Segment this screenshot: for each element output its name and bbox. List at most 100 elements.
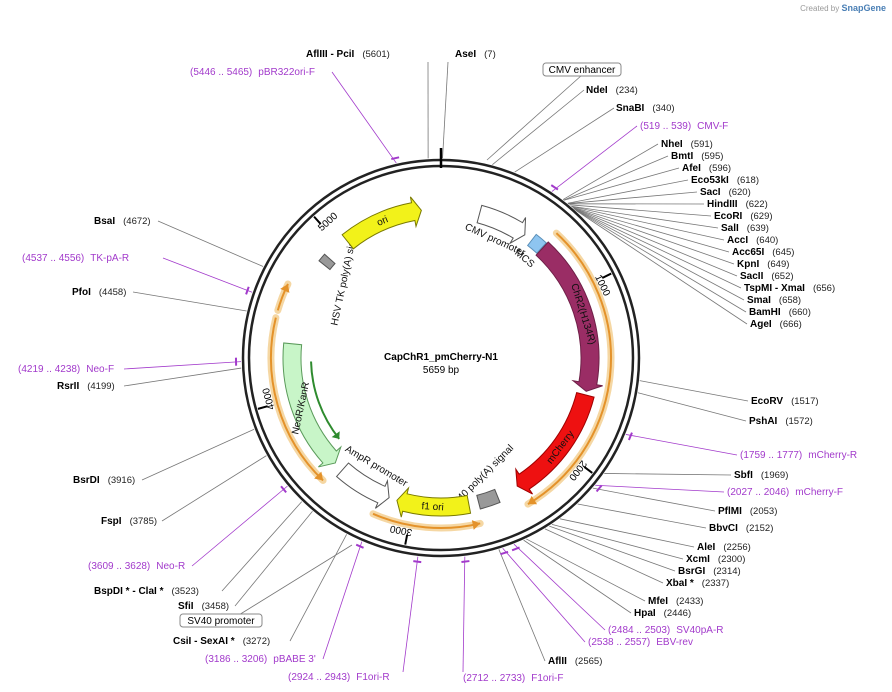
boxed-leader [486, 74, 583, 161]
primer-mark [413, 560, 422, 564]
leader-line [573, 207, 738, 277]
site-pos: (4458) [99, 287, 126, 298]
site-pos: (1969) [761, 470, 788, 481]
site-label: NheI(591) [661, 139, 713, 150]
site-name: AfeI [682, 163, 701, 174]
site-label: XcmI(2300) [686, 554, 745, 565]
primer-label: (519 .. 539)CMV-F [640, 121, 728, 132]
primer-mark [391, 156, 400, 161]
site-label: BspDI * - ClaI *(3523) [94, 586, 199, 597]
leader-line [234, 510, 313, 607]
orf-arrow-3 [280, 283, 290, 293]
primer-label: (2924 .. 2943)F1ori-R [288, 672, 390, 683]
site-pos: (3272) [243, 636, 270, 647]
site-name: AseI [455, 49, 476, 60]
primer-label: (4537 .. 4556)TK-pA-R [22, 253, 129, 264]
primer-name: EBV-rev [656, 637, 693, 648]
leader-line [563, 155, 669, 201]
site-name: AflII [548, 656, 567, 667]
primer-label: (5446 .. 5465)pBR322ori-F [190, 67, 315, 78]
leader-line [402, 556, 419, 673]
primer-range: (4537 .. 4556) [22, 253, 84, 264]
tick-5000 [313, 215, 322, 225]
primer-label: (1759 .. 1777)mCherry-R [740, 450, 857, 461]
site-pos: (234) [616, 85, 638, 96]
leader-line [559, 518, 695, 548]
site-pos: (2314) [713, 566, 740, 577]
primer-label: (4219 .. 4238)Neo-F [18, 364, 114, 375]
site-pos: (652) [771, 271, 793, 282]
orf-arrow-0 [527, 495, 538, 505]
leader-line [191, 485, 288, 567]
boxed-leader [220, 544, 353, 627]
leader-line [574, 208, 747, 313]
leader-line [549, 525, 676, 572]
primer-name: pBABE 3' [273, 654, 316, 665]
leader-line [568, 191, 698, 204]
site-label: AflIII - PciI(5601) [306, 49, 390, 60]
plasmid-length: 5659 bp [423, 365, 460, 376]
site-name: NdeI [586, 85, 608, 96]
site-pos: (2565) [575, 656, 602, 667]
site-name: BspDI * - ClaI * [94, 586, 164, 597]
site-pos: (3458) [202, 601, 229, 612]
site-name: PflMI [718, 506, 742, 517]
site-label: XbaI *(2337) [666, 578, 729, 589]
primer-mark [550, 184, 559, 191]
site-label: EcoRI(629) [714, 211, 773, 222]
site-name: CsiI - SexAI * [173, 636, 235, 647]
site-name: BsrGI [678, 566, 705, 577]
tick-3000 [404, 534, 409, 545]
leader-line [123, 367, 242, 387]
primer-mark [500, 550, 509, 556]
site-label: SacII (652) [740, 271, 794, 282]
site-label: BsaI(4672) [94, 216, 151, 227]
site-label: AgeI(666) [750, 319, 802, 330]
snapgene-logo: SnapGene [841, 3, 886, 13]
feature-chr2 [535, 241, 603, 392]
primer-name: Neo-F [86, 364, 114, 375]
leader-line [462, 556, 466, 673]
feature-mcs [526, 233, 547, 254]
feature-mcherry [515, 392, 595, 495]
site-pos: (3785) [130, 516, 157, 527]
site-pos: (595) [701, 151, 723, 162]
site-pos: (656) [813, 283, 835, 294]
site-label: MfeI(2433) [648, 596, 703, 607]
leader-line [563, 167, 680, 201]
site-pos: (2446) [664, 608, 691, 619]
site-labels: AflIII - PciI(5601)AseI(7)NdeI(234)SnaBI… [18, 49, 857, 684]
site-pos: (1572) [785, 416, 812, 427]
leader-line [544, 528, 664, 584]
site-label: FspI(3785) [101, 516, 157, 527]
neo-inner-line [310, 361, 340, 440]
site-name: BamHI [749, 307, 781, 318]
site-label: SnaBI(340) [616, 103, 675, 114]
site-label: PflMI(2053) [718, 506, 777, 517]
orf-arrow-1 [471, 520, 481, 530]
site-name: SalI [721, 223, 739, 234]
leader-line [289, 534, 347, 642]
site-name: RsrII [57, 381, 79, 392]
site-name: TspMI - XmaI [744, 283, 805, 294]
boxed-label-frame [179, 613, 263, 628]
primer-mark [245, 286, 250, 295]
leader-line [625, 434, 738, 456]
site-label: SacI(620) [700, 187, 751, 198]
site-name: SacII [740, 271, 764, 282]
site-label: SmaI(658) [747, 295, 801, 306]
orf-2 [270, 317, 324, 482]
site-label: TspMI - XmaI (656) [744, 283, 835, 294]
primer-mark [355, 543, 364, 549]
site-pos: (591) [691, 139, 713, 150]
orf-1 [372, 512, 481, 529]
primer-name: F1ori-R [356, 672, 389, 683]
site-label: BsrDI(3916) [73, 475, 135, 486]
leader-line [162, 257, 253, 293]
site-label: HpaI(2446) [634, 608, 691, 619]
site-name: PshAI [749, 416, 778, 427]
primer-label: (2027 .. 2046)mCherry-F [727, 487, 843, 498]
primer-range: (519 .. 539) [640, 121, 691, 132]
leader-line [567, 179, 689, 204]
